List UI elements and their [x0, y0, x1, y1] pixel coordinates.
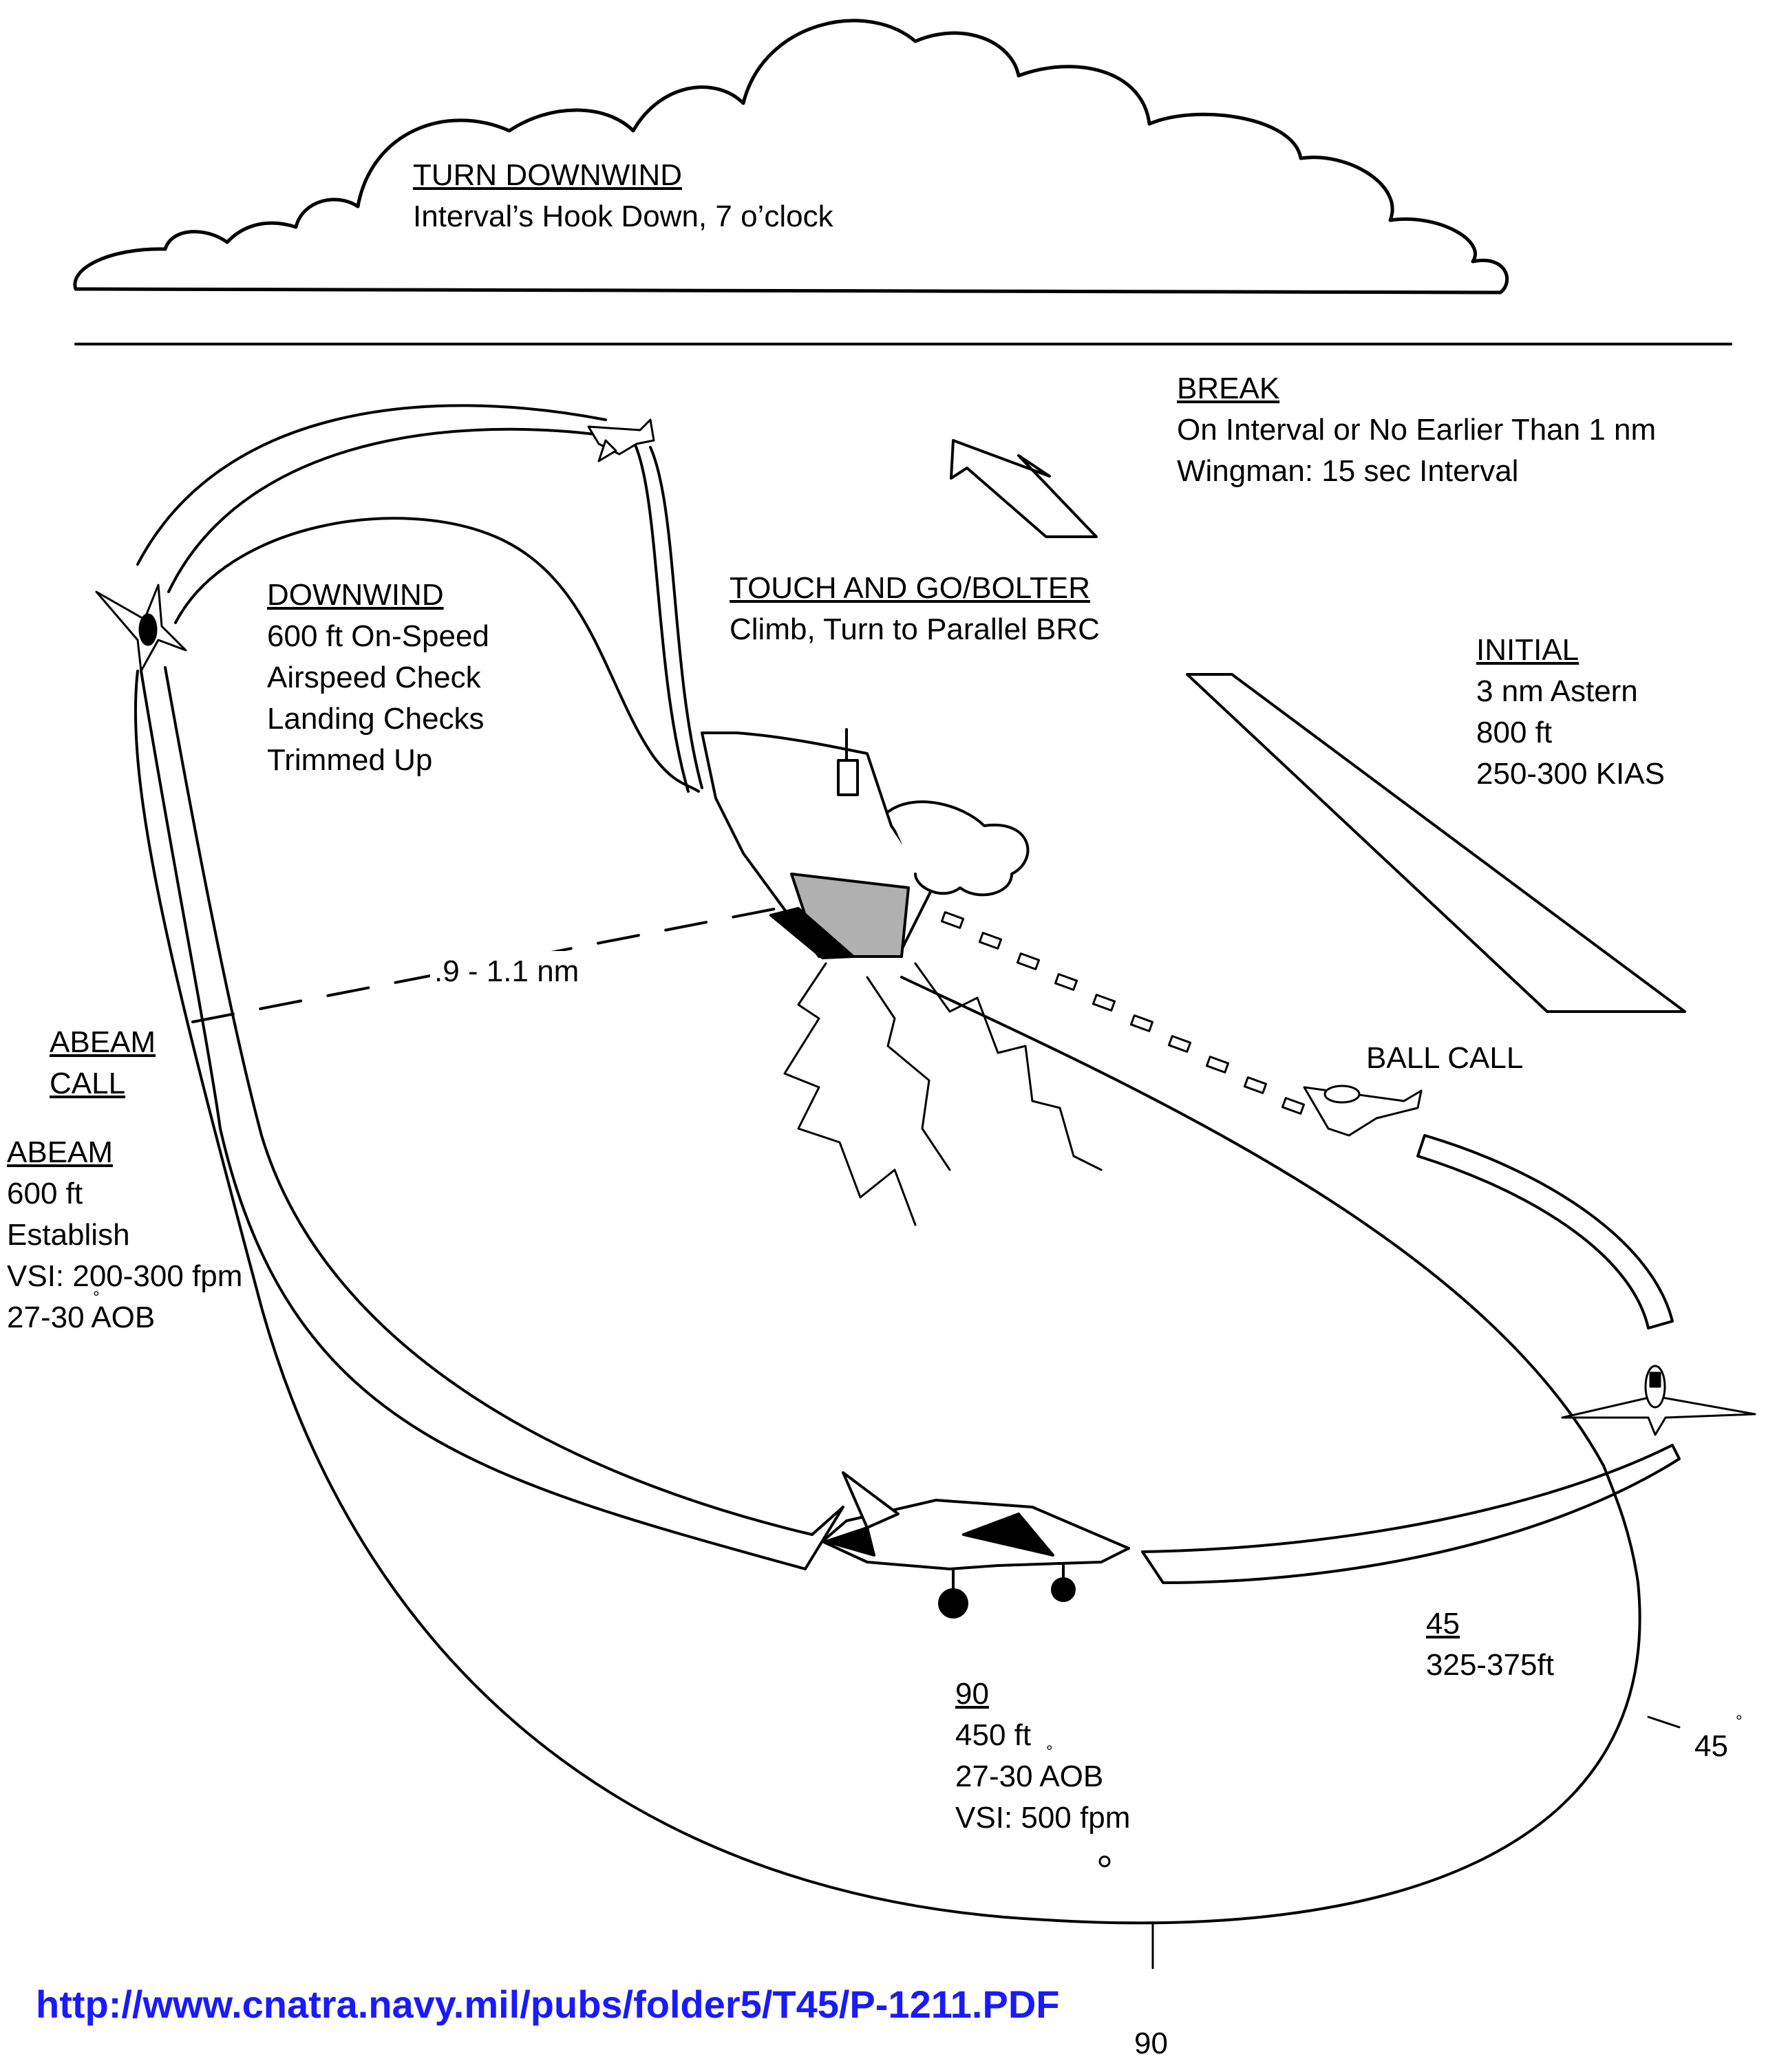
distance-label: .9 - 1.1 nm [430, 951, 584, 992]
pos-45-label: 45 325-375ft [1426, 1603, 1554, 1686]
initial-label: INITIAL 3 nm Astern 800 ft 250-300 KIAS [1476, 630, 1665, 795]
pos-45-line-1: 325-375ft [1426, 1648, 1554, 1682]
break-line-1: On Interval or No Earlier Than 1 nm [1177, 413, 1657, 447]
wake-left [783, 962, 917, 1226]
touch-and-go-line: Climb, Turn to Parallel BRC [730, 612, 1100, 646]
downwind-track-outer [140, 666, 813, 1570]
pos-90-line-2: 27-30 AOB [955, 1760, 1104, 1793]
initial-line-3: 250-300 KIAS [1476, 757, 1665, 791]
pattern-outer-loop [134, 670, 1641, 1925]
downwind-line-2: Airspeed Check [267, 661, 481, 694]
abeam-call-label: ABEAM CALL [50, 1022, 156, 1104]
downwind-line-1: 600 ft On-Speed [267, 619, 489, 653]
downwind-inner-curve [174, 517, 700, 793]
abeam-line-2: Establish [7, 1218, 130, 1252]
initial-track [1186, 673, 1686, 1013]
break-arrow [950, 439, 1098, 538]
abeam-call-line-1: ABEAM [50, 1025, 156, 1059]
pos-90-title: 90 [955, 1677, 989, 1711]
groove-line [900, 976, 1605, 1467]
abeam-line-4: 27-30 AOB [7, 1301, 156, 1334]
downwind-segment [804, 1506, 844, 1570]
abeam-call-line-2: CALL [50, 1067, 126, 1100]
pattern-track-upper [136, 404, 638, 593]
pos-45-title: 45 [1426, 1607, 1460, 1641]
cloud [73, 19, 1509, 295]
turn-downwind-line: Interval’s Hook Down, 7 o’clock [413, 200, 833, 233]
pattern-track-upper-right [632, 439, 703, 793]
downwind-title: DOWNWIND [267, 578, 444, 612]
initial-title: INITIAL [1476, 633, 1579, 667]
jet-icon-ball-call [1303, 1085, 1423, 1137]
carrier-ship [701, 728, 1030, 959]
break-title: BREAK [1177, 372, 1280, 405]
wake-right [914, 962, 1103, 1171]
marker-90-label: 90 [1134, 2027, 1168, 2060]
abeam-line-3: VSI: 200-300 fpm [7, 1259, 243, 1293]
ball-call-label: BALL CALL [1366, 1041, 1524, 1075]
final-turn-track [1141, 1444, 1681, 1584]
pos-90-line-1: 450 ft [955, 1718, 1032, 1752]
touch-and-go-label: TOUCH AND GO/BOLTER Climb, Turn to Paral… [730, 568, 1100, 650]
downwind-line-3: Landing Checks [267, 702, 485, 736]
marker-45-degree-symbol: ° [1736, 1712, 1743, 1731]
jet-icon-right [1561, 1365, 1756, 1436]
turn-downwind-label: TURN DOWNWIND Interval’s Hook Down, 7 o’… [413, 155, 833, 237]
break-label: BREAK On Interval or No Earlier Than 1 n… [1177, 368, 1656, 492]
pos-90-degree-symbol: ° [1046, 1742, 1053, 1761]
jet-icon-large [821, 1471, 1130, 1619]
abeam-title: ABEAM [7, 1135, 114, 1169]
pos-90-label: 90 450 ft 27-30 AOB VSI: 500 fpm [955, 1674, 1130, 1839]
break-line-2: Wingman: 15 sec Interval [1177, 454, 1519, 488]
abeam-degree-symbol: ° [93, 1288, 100, 1307]
abeam-line-1: 600 ft [7, 1177, 83, 1210]
ball-track [1416, 1134, 1674, 1329]
abeam-label: ABEAM 600 ft Establish VSI: 200-300 fpm … [7, 1132, 242, 1338]
marker-small-circle [1098, 1855, 1111, 1868]
source-url[interactable]: http://www.cnatra.navy.mil/pubs/folder5/… [36, 1983, 1060, 2026]
glideslope-dashes [940, 911, 1306, 1115]
turn-downwind-title: TURN DOWNWIND [413, 158, 683, 192]
jet-icon-left [95, 584, 187, 672]
jet-icon-top [587, 418, 655, 462]
marker-45-label: 45 [1694, 1729, 1728, 1763]
initial-line-1: 3 nm Astern [1476, 674, 1638, 708]
wake-center [866, 976, 951, 1171]
pos-90-line-3: VSI: 500 fpm [955, 1801, 1131, 1835]
downwind-label: DOWNWIND 600 ft On-Speed Airspeed Check … [267, 575, 489, 781]
marker-45-tick [1647, 1716, 1681, 1729]
touch-and-go-title: TOUCH AND GO/BOLTER [730, 571, 1091, 605]
initial-line-2: 800 ft [1476, 716, 1553, 749]
downwind-line-4: Trimmed Up [267, 743, 433, 777]
